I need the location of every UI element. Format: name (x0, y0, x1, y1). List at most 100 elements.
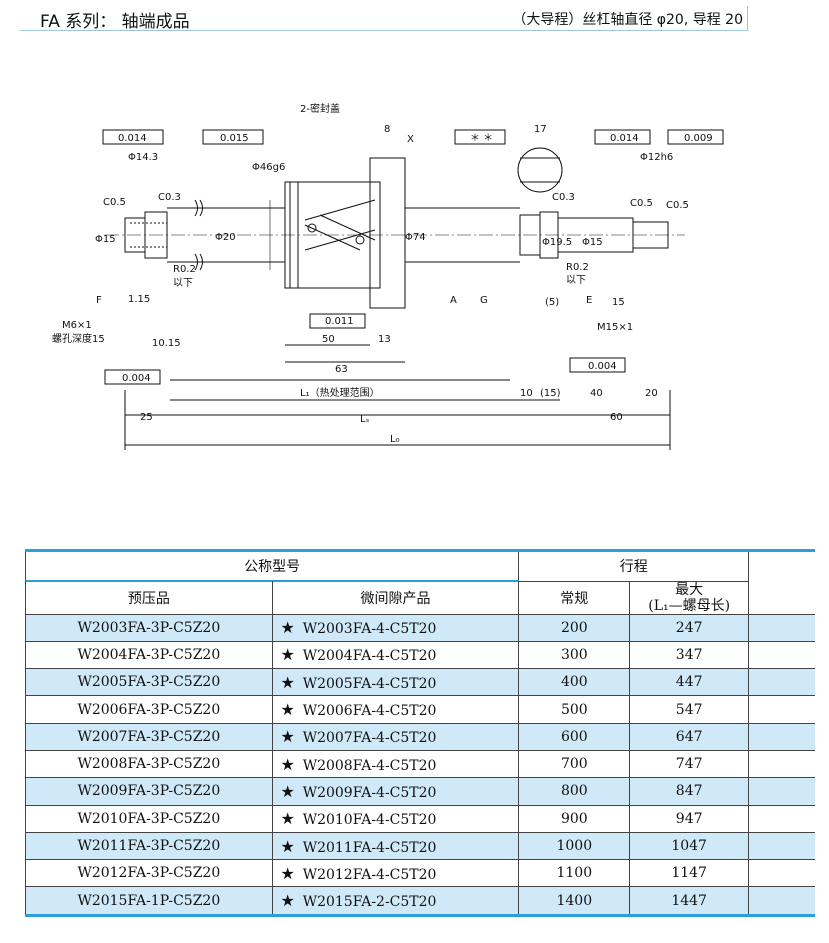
star-icon: ★ (280, 727, 295, 747)
star-icon: ★ (280, 618, 295, 638)
star-icon: ★ (280, 891, 295, 911)
svg-text:0.011: 0.011 (325, 316, 354, 327)
svg-text:R0.2: R0.2 (566, 262, 589, 273)
clearance-model-cell: ★W2012FA-4-C5T20 (271, 859, 520, 888)
normal-stroke: 1000 (518, 831, 631, 861)
preload-model: W2005FA-3P-C5Z20 (25, 668, 273, 697)
clearance-model-cell: ★W2010FA-4-C5T20 (271, 804, 520, 833)
svg-text:C0.5: C0.5 (666, 200, 689, 211)
blank-cell (748, 777, 815, 806)
clearance-model: W2007FA-4-C5T20 (302, 730, 437, 747)
clearance-model: W2011FA-4-C5T20 (302, 839, 437, 856)
clearance-model: W2015FA-2-C5T20 (302, 894, 437, 911)
clearance-model-cell: ★ W2004FA-4-C5T20 (271, 640, 520, 670)
svg-text:M15×1: M15×1 (597, 322, 633, 333)
preload-header: 预压品 (25, 580, 273, 615)
svg-text:螺孔深度15: 螺孔深度15 (52, 332, 105, 345)
star-icon: ★ (280, 754, 295, 774)
preload-model: W2011FA-3P-C5Z20 (25, 831, 273, 861)
preload-model: W2008FA-3P-C5Z20 (25, 749, 273, 779)
preload-model: W2003FA-3P-C5Z20 (25, 613, 273, 642)
svg-text:0.009: 0.009 (684, 133, 713, 144)
svg-text:8: 8 (384, 124, 390, 135)
svg-text:C0.3: C0.3 (158, 192, 181, 203)
svg-text:(15): (15) (540, 388, 561, 399)
clearance-model: W2009FA-4-C5T20 (302, 784, 437, 801)
svg-text:A: A (450, 295, 457, 306)
clearance-model: W2012FA-4-C5T20 (302, 866, 437, 883)
max-stroke: 747 (629, 749, 750, 779)
svg-text:E: E (586, 295, 592, 306)
svg-text:60: 60 (610, 412, 623, 423)
preload-model: W2010FA-3P-C5Z20 (25, 804, 273, 833)
svg-text:0.004: 0.004 (588, 361, 617, 372)
clearance-model: W2004FA-4-C5T20 (302, 648, 437, 665)
svg-text:Lₛ: Lₛ (360, 414, 370, 425)
svg-text:Φ19.5: Φ19.5 (542, 237, 572, 248)
star-icon: ★ (280, 836, 295, 856)
svg-text:50: 50 (322, 334, 335, 345)
max-header: 最大(L₁—螺母长) (629, 580, 750, 615)
svg-text:(5): (5) (545, 297, 559, 308)
svg-text:Φ74: Φ74 (405, 232, 426, 243)
blank-cell (748, 886, 815, 917)
svg-text:15: 15 (612, 297, 625, 308)
max-stroke: 1147 (629, 859, 750, 888)
svg-text:2-密封盖: 2-密封盖 (300, 102, 340, 115)
svg-text:1.15: 1.15 (128, 294, 150, 305)
svg-text:40: 40 (590, 388, 603, 399)
normal-stroke: 500 (518, 695, 631, 724)
clearance-model: W2005FA-4-C5T20 (302, 675, 437, 692)
svg-text:C0.5: C0.5 (630, 198, 653, 209)
svg-text:10: 10 (520, 388, 533, 399)
clearance-model-cell: ★W2006FA-4-C5T20 (271, 695, 520, 724)
preload-model: W2015FA-1P-C5Z20 (25, 886, 273, 917)
svg-text:C0.5: C0.5 (103, 197, 126, 208)
max-stroke: 347 (629, 640, 750, 670)
blank-cell (748, 859, 815, 888)
max-stroke: 547 (629, 695, 750, 724)
svg-text:M6×1: M6×1 (62, 320, 92, 331)
spec-summary: （大导程）丝杠轴直径 φ20, 导程 20 (512, 12, 743, 28)
max-stroke: 847 (629, 777, 750, 806)
preload-model: W2006FA-3P-C5Z20 (25, 695, 273, 724)
svg-text:10.15: 10.15 (152, 338, 181, 349)
blank-cell (748, 695, 815, 724)
normal-stroke: 700 (518, 749, 631, 779)
svg-text:以下: 以下 (566, 275, 586, 286)
normal-stroke: 1100 (518, 859, 631, 888)
normal-stroke: 300 (518, 640, 631, 670)
svg-text:13: 13 (378, 334, 391, 345)
blank-cell (748, 749, 815, 779)
svg-text:Φ12h6: Φ12h6 (640, 152, 673, 163)
star-icon: ★ (280, 781, 295, 801)
svg-text:F: F (96, 295, 102, 306)
svg-text:G: G (480, 295, 488, 306)
svg-text:R0.2: R0.2 (173, 264, 196, 275)
ball-screw-drawing: 0.014 0.015 2-密封盖 8 X ＊ ＊ 17 0.014 0.009… (52, 102, 724, 450)
nominal-header: 公称型号 (24, 549, 520, 582)
blank-cell (748, 804, 815, 833)
normal-stroke: 200 (518, 613, 631, 642)
star-icon: ★ (280, 645, 295, 665)
svg-text:Φ20: Φ20 (215, 232, 236, 243)
clearance-model: W2008FA-4-C5T20 (302, 757, 437, 774)
clearance-model-cell: ★ W2005FA-4-C5T20 (271, 668, 520, 697)
svg-text:C0.3: C0.3 (552, 192, 575, 203)
max-stroke: 947 (629, 804, 750, 833)
blank-cell (748, 722, 815, 751)
max-stroke: 647 (629, 722, 750, 751)
star-icon: ★ (280, 672, 295, 692)
svg-text:0.014: 0.014 (610, 133, 639, 144)
svg-text:17: 17 (534, 124, 547, 135)
blank-column (748, 549, 815, 615)
